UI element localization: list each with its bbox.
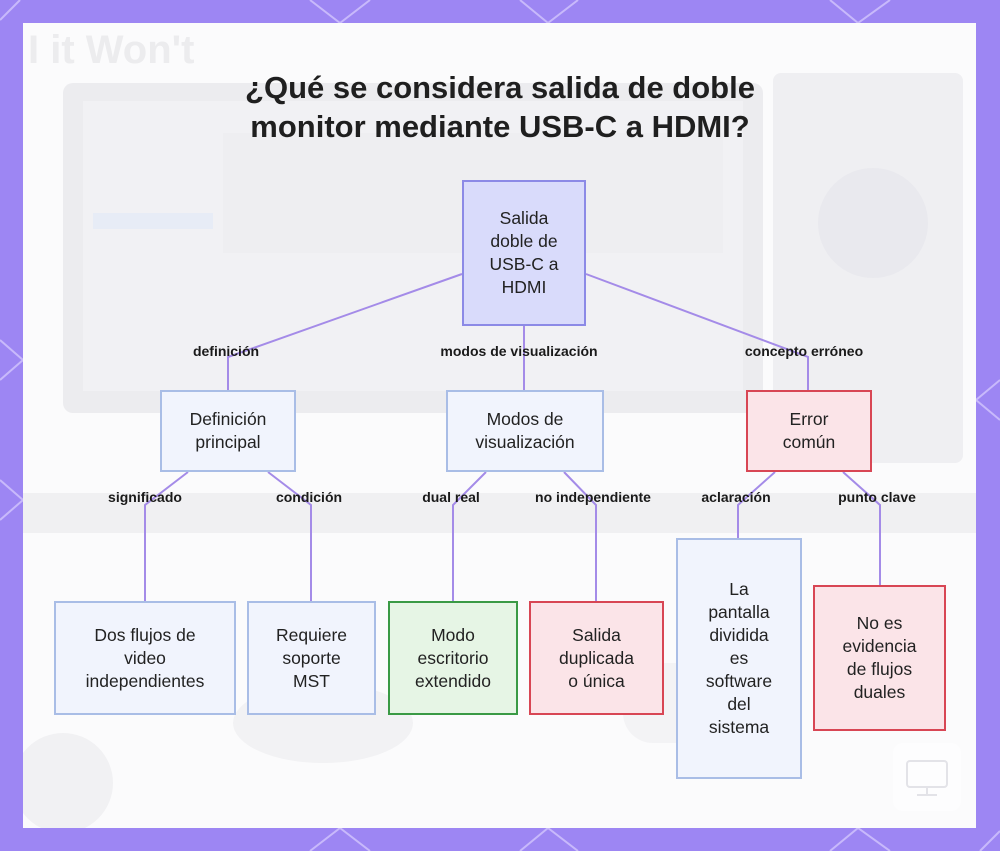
node-definicion-principal: Definición principal (160, 390, 296, 472)
edge-label-dual: dual real (422, 488, 480, 506)
node-modo-extendido: Modo escritorio extendido (388, 601, 518, 715)
node-no-evidencia: No es evidencia de flujos duales (813, 585, 946, 731)
edge-label-punto-clave: punto clave (838, 488, 916, 506)
edge-label-significado: significado (108, 488, 182, 506)
node-error-comun: Error común (746, 390, 872, 472)
node-root: Salida doble de USB-C a HDMI (462, 180, 586, 326)
edge-root-definicion (228, 274, 462, 390)
node-salida-duplicada: Salida duplicada o única (529, 601, 664, 715)
edge-label-definicion: definición (193, 342, 259, 360)
monitor-logo-icon (893, 743, 961, 811)
node-pantalla-dividida: La pantalla dividida es software del sis… (676, 538, 802, 779)
edge-label-no-independiente: no independiente (535, 488, 651, 506)
edge-label-concepto: concepto erróneo (745, 342, 863, 360)
edge-label-aclaracion: aclaración (701, 488, 770, 506)
node-modos-visualizacion: Modos de visualización (446, 390, 604, 472)
edge-label-modos: modos de visualización (440, 342, 597, 360)
edge-label-condicion: condición (276, 488, 342, 506)
node-requiere-mst: Requiere soporte MST (247, 601, 376, 715)
node-dos-flujos: Dos flujos de video independientes (54, 601, 236, 715)
edge-root-error (586, 274, 808, 390)
